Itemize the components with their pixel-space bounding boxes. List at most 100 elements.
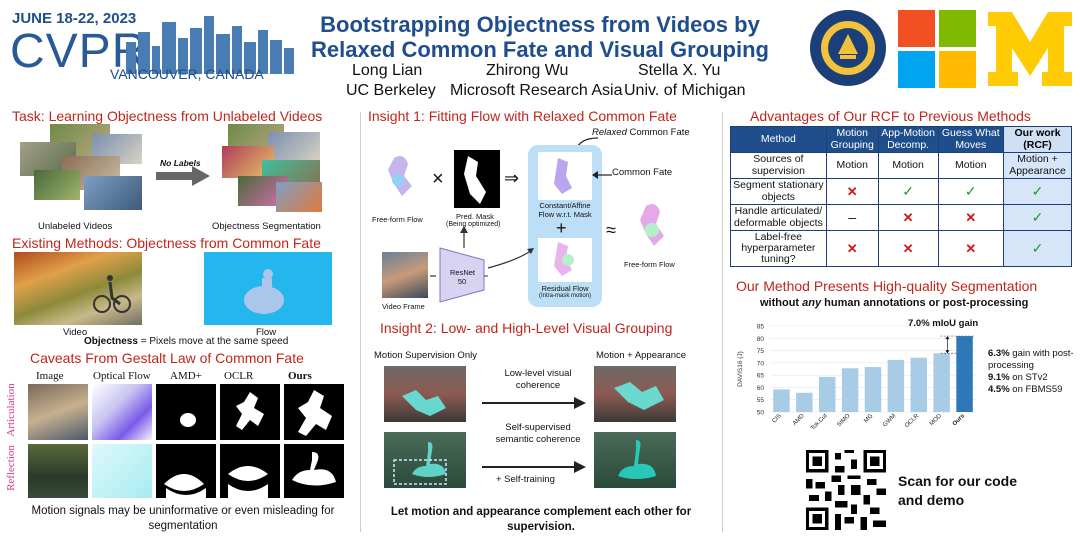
bar bbox=[796, 392, 813, 412]
motion-only-image-people bbox=[384, 366, 466, 422]
y-tick-label: 50 bbox=[757, 410, 765, 417]
check-icon: ✓ bbox=[1003, 178, 1072, 205]
pred-mask-sub: (Being optimized) bbox=[446, 221, 501, 228]
video-frame-image bbox=[14, 252, 142, 325]
task-heading: Task: Learning Objectness from Unlabeled… bbox=[12, 108, 323, 124]
col1-bottom-text: Motion signals may be uninformative or e… bbox=[31, 505, 335, 532]
motion-appearance-label: Motion + Appearance bbox=[596, 350, 687, 361]
conference-dates: JUNE 18-22, 2023 bbox=[12, 10, 137, 27]
arrow-right-icon bbox=[482, 397, 586, 409]
arrow-right-icon bbox=[156, 166, 210, 186]
freeform-flow-right-label: Free-form Flow bbox=[624, 260, 675, 269]
table-row-label: Label-free hyperparameter tuning? bbox=[730, 229, 827, 268]
common-fate-text: Common Fate bbox=[626, 127, 690, 138]
x-tick-label: CIS bbox=[772, 413, 783, 424]
row-label-reflection: Reflection bbox=[5, 445, 17, 491]
berkeley-seal-icon bbox=[810, 10, 886, 86]
grid-mask bbox=[220, 444, 280, 498]
author-affiliation: Univ. of Michigan bbox=[624, 82, 746, 99]
flow-image bbox=[204, 252, 332, 325]
table-header: Guess What Moves bbox=[937, 126, 1005, 153]
table-header: App-Motion Decomp. bbox=[877, 126, 939, 153]
segmentation-caption: Objectness Segmentation bbox=[212, 221, 321, 232]
qr-code-icon[interactable] bbox=[806, 450, 886, 530]
author-name: Stella X. Yu bbox=[638, 62, 721, 79]
objectness-term: Objectness bbox=[84, 336, 138, 347]
advantages-heading: Advantages of Our RCF to Previous Method… bbox=[750, 108, 1031, 124]
michigan-logo-icon bbox=[988, 12, 1072, 86]
conference-location: VANCOUVER, CANADA bbox=[110, 66, 264, 82]
approx-symbol: ≈ bbox=[606, 220, 616, 240]
method-heading: Our Method Presents High-quality Segment… bbox=[736, 278, 1038, 294]
motion-appearance-image-swan bbox=[594, 432, 676, 488]
author-name: Long Lian bbox=[352, 62, 423, 79]
grid-mask bbox=[156, 444, 216, 498]
x-tick-label: Ours bbox=[952, 413, 967, 428]
grid-flow bbox=[92, 384, 152, 440]
x-tick-label: AMD bbox=[792, 413, 806, 427]
table-row-label: Sources of supervision bbox=[730, 152, 827, 179]
grid-flow bbox=[92, 444, 152, 498]
common-fate-label: Common Fate bbox=[612, 167, 673, 178]
cross-icon: ✕ bbox=[937, 229, 1005, 268]
motion-only-image-swan bbox=[384, 432, 466, 488]
gain-arrow-head bbox=[945, 350, 950, 354]
y-tick-label: 55 bbox=[757, 397, 765, 404]
caveats-heading: Caveats From Gestalt Law of Common Fate bbox=[30, 350, 304, 366]
times-symbol: × bbox=[432, 168, 444, 190]
table-cell: Motion bbox=[937, 152, 1005, 179]
note-value: 4.5% bbox=[988, 384, 1010, 395]
video-frame-input-image bbox=[382, 252, 428, 298]
relaxed-term: Relaxed bbox=[592, 127, 627, 138]
relaxed-common-fate-label: Relaxed Common Fate bbox=[592, 127, 690, 138]
title-line-2: Relaxed Common Fate and Visual Grouping bbox=[310, 37, 769, 62]
grid-mask bbox=[284, 444, 344, 498]
table-cell: Motion bbox=[877, 152, 939, 179]
freeform-flow-left-image bbox=[376, 150, 424, 206]
column-divider bbox=[360, 112, 361, 532]
y-axis-label: DAVIS16 (J) bbox=[737, 351, 744, 387]
x-tick-label: Tok.Cut bbox=[810, 413, 829, 432]
note-item: 9.1% on STv2 bbox=[988, 372, 1078, 384]
note-text: gain with post-processing bbox=[988, 348, 1074, 371]
dash-icon: – bbox=[825, 204, 879, 231]
grid-mask bbox=[284, 384, 344, 440]
poster-title: Bootstrapping Objectness from Videos by … bbox=[270, 12, 810, 62]
cross-icon: ✕ bbox=[937, 204, 1005, 231]
video-caption: Video bbox=[63, 327, 88, 338]
motion-only-label: Motion Supervision Only bbox=[374, 350, 477, 361]
title-line-1: Bootstrapping Objectness from Videos by bbox=[320, 12, 760, 37]
microsoft-logo-icon bbox=[898, 10, 976, 88]
network-arrows-icon bbox=[430, 226, 534, 277]
authors: Long Lian Zhirong Wu Stella X. Yu UC Ber… bbox=[300, 62, 760, 102]
resnet-block-icon bbox=[439, 247, 488, 303]
bar bbox=[956, 336, 973, 412]
bar bbox=[841, 368, 859, 412]
check-icon: ✓ bbox=[1003, 204, 1072, 231]
cross-icon: ✕ bbox=[877, 229, 939, 268]
table-cell-ours: Motion + Appearance bbox=[1003, 152, 1072, 179]
grid-header: Image bbox=[36, 370, 64, 382]
grid-image bbox=[28, 384, 88, 440]
pred-mask-image bbox=[454, 150, 500, 208]
bar bbox=[910, 357, 928, 412]
residual-flow-sub: (Intra-mask motion) bbox=[538, 293, 591, 299]
x-tick-label: OCLR bbox=[904, 413, 921, 430]
table-header-ours: Our work (RCF) bbox=[1003, 126, 1072, 153]
sub-post: human annotations or post-processing bbox=[821, 297, 1029, 309]
note-value: 9.1% bbox=[988, 372, 1010, 383]
grid-mask bbox=[220, 384, 280, 440]
grid-header: Ours bbox=[288, 370, 312, 382]
video-frame-label: Video Frame bbox=[382, 302, 425, 311]
bar bbox=[933, 353, 950, 412]
column-divider bbox=[722, 112, 723, 532]
x-tick-label: SIMO bbox=[836, 413, 851, 428]
constant-flow-image bbox=[538, 152, 592, 200]
note-item: 6.3% gain with post-processing bbox=[988, 348, 1078, 372]
table-cell: Motion bbox=[825, 152, 879, 179]
self-supervised-label: Self-supervised semantic coherence bbox=[495, 422, 581, 445]
bar bbox=[887, 359, 905, 412]
gain-label: 7.0% mIoU gain bbox=[908, 318, 979, 329]
conference-logo: JUNE 18-22, 2023 CVPR VANCOUVER, CANADA bbox=[8, 4, 308, 104]
check-icon: ✓ bbox=[937, 178, 1005, 205]
